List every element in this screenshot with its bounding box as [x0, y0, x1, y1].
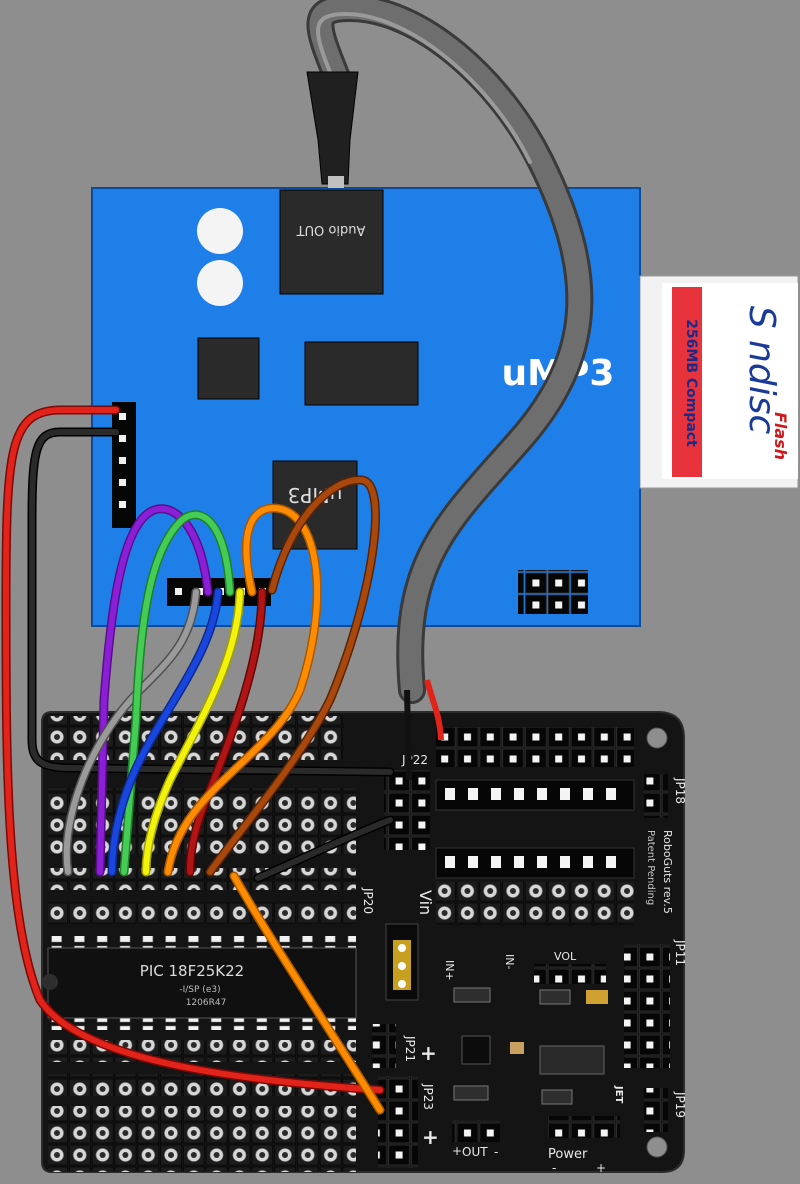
socket-row — [435, 847, 635, 879]
pic-code: 1206R47 — [186, 998, 227, 1008]
amp-chip — [461, 1035, 491, 1065]
sd-card-brand: S ndisc — [741, 306, 782, 435]
power-label: Power — [548, 1147, 588, 1162]
sd-card-stripe — [672, 287, 702, 477]
header-2x3 — [518, 570, 588, 614]
header-jp19 — [644, 1088, 668, 1132]
header-jp23 — [378, 1076, 418, 1168]
header-jp21 — [372, 1024, 396, 1068]
plus-sign: + — [420, 1041, 437, 1065]
mounting-hole — [646, 1136, 668, 1158]
proto-area — [48, 1106, 356, 1172]
audio-jack — [279, 189, 384, 295]
pic-sub-label: -I/SP (e3) — [179, 985, 220, 995]
header-vertical — [112, 402, 136, 528]
patent-label: Patent Pending — [645, 830, 656, 905]
power-plus: + — [596, 1161, 606, 1175]
proto-area — [48, 902, 356, 924]
pic-label: PIC 18F25K22 — [140, 962, 244, 980]
jp18-label: JP18 — [673, 777, 687, 804]
mounting-hole — [197, 260, 243, 306]
jp22-label: JP22 — [401, 753, 428, 767]
proto-area — [436, 882, 634, 926]
out-plus: + — [452, 1144, 462, 1158]
vol-label: VOL — [554, 950, 577, 963]
cert-label: JET — [613, 1085, 624, 1104]
header-row — [436, 727, 634, 767]
jp20-label: JP20 — [361, 887, 375, 914]
vin-label: Vin — [416, 890, 435, 915]
power-minus: - — [552, 1161, 556, 1175]
pic-ic: PIC 18F25K22 -I/SP (e3) 1206R47 — [42, 936, 357, 1030]
mounting-hole — [646, 727, 668, 749]
main-board: PIC 18F25K22 -I/SP (e3) 1206R47 JP22 JP2… — [41, 711, 687, 1175]
header-jp11 — [624, 944, 670, 1068]
jp11-label: JP11 — [673, 939, 687, 966]
sd-card-flash-label: Flash — [771, 412, 790, 460]
in-minus-label: IN- — [503, 954, 516, 969]
plus-sign: + — [422, 1125, 439, 1149]
header-jp18 — [644, 774, 668, 818]
sd-card-capacity: 256MB Compact — [683, 319, 699, 447]
power-header — [548, 1116, 620, 1138]
in-plus-label: IN+ — [443, 960, 456, 981]
chip — [304, 341, 419, 406]
jp19-label: JP19 — [673, 1091, 687, 1118]
vol-header — [534, 964, 606, 984]
audio-cable — [306, 0, 594, 781]
chip — [197, 337, 260, 400]
jp23-label: JP23 — [421, 1083, 435, 1110]
audio-out-label: Audio OUT — [297, 222, 366, 237]
wires — [1, 405, 395, 1115]
out-header — [452, 1120, 500, 1142]
header-jp22 — [384, 770, 430, 850]
board-name: RoboGuts rev.5 — [661, 830, 674, 914]
jp21-label: JP21 — [403, 1035, 417, 1062]
socket-row — [435, 779, 635, 811]
proto-area — [48, 868, 356, 890]
out-label: OUT — [462, 1145, 488, 1159]
mounting-hole — [197, 208, 243, 254]
sd-card: 256MB Compact S ndisc Flash — [639, 275, 799, 489]
out-minus: - — [494, 1145, 498, 1159]
